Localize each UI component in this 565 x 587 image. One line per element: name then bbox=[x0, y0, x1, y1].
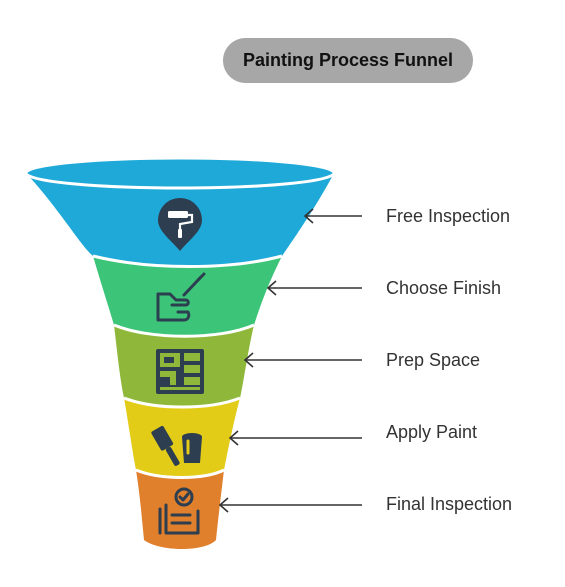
hand-brush-icon bbox=[156, 272, 206, 322]
stage-label-2: Choose Finish bbox=[386, 278, 502, 298]
stage-label-5: Final Inspection bbox=[386, 494, 513, 514]
arrow-5 bbox=[218, 497, 362, 513]
arrow-4 bbox=[228, 430, 362, 446]
funnel-stage-4 bbox=[123, 396, 241, 478]
title-badge: Painting Process Funnel bbox=[223, 38, 473, 83]
funnel-stage-2 bbox=[92, 254, 283, 337]
diagram-title: Painting Process Funnel bbox=[242, 50, 454, 70]
stage-label-3: Prep Space bbox=[386, 350, 481, 370]
checklist-icon bbox=[158, 487, 200, 535]
stage-label-4: Apply Paint bbox=[386, 422, 478, 442]
brush-bucket-icon bbox=[151, 425, 202, 466]
arrow-2 bbox=[266, 280, 362, 296]
stage-label-1: Free Inspection bbox=[386, 206, 511, 226]
arrow-3 bbox=[243, 352, 362, 368]
paint-roller-pin-icon bbox=[158, 198, 202, 251]
funnel-stage-5 bbox=[135, 468, 225, 549]
wall-prep-icon bbox=[156, 349, 204, 394]
arrow-1 bbox=[303, 208, 362, 224]
